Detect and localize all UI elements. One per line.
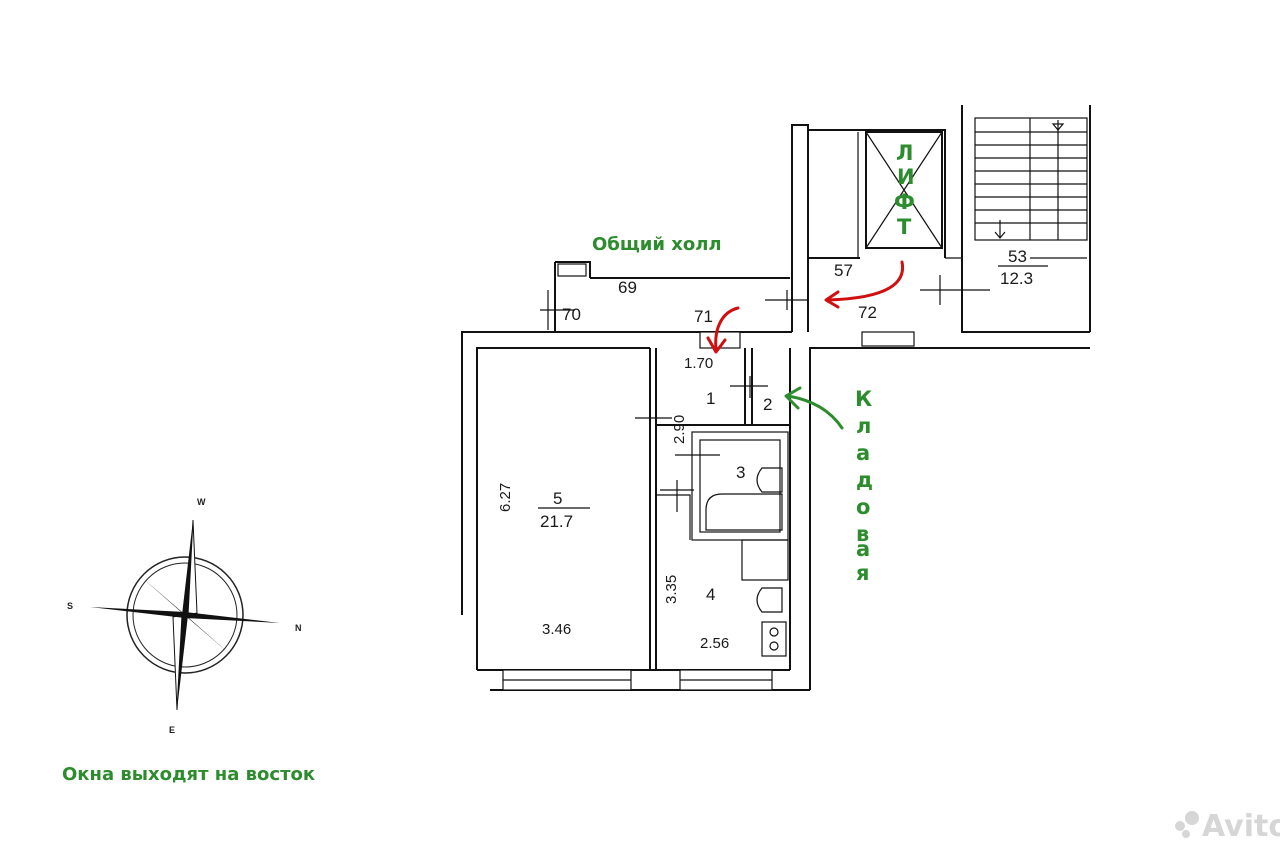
building-walls bbox=[461, 105, 1091, 691]
storage-label: К л а д о в а я bbox=[855, 387, 873, 585]
lift-label: Л И Ф Т bbox=[894, 141, 915, 239]
storage-letter-2: л bbox=[856, 414, 871, 438]
storage-letter-4: д bbox=[856, 468, 873, 492]
compass-n: N bbox=[295, 623, 302, 633]
lift-letter-2: И bbox=[897, 165, 915, 189]
room-3: 3 bbox=[736, 463, 745, 482]
storage-letter-1: К bbox=[855, 387, 872, 411]
room-71: 71 bbox=[694, 307, 713, 326]
dim-3-35: 3.35 bbox=[663, 575, 680, 604]
room-57: 57 bbox=[834, 261, 853, 280]
storage-letter-8: я bbox=[856, 561, 869, 585]
storage-letter-3: а bbox=[856, 441, 870, 465]
stair-steps bbox=[975, 118, 1087, 240]
storage-letter-7: а bbox=[856, 537, 870, 561]
room-69: 69 bbox=[618, 278, 637, 297]
compass-e: E bbox=[169, 725, 175, 735]
storage-letter-5: о bbox=[856, 495, 870, 519]
room-4: 4 bbox=[706, 585, 715, 604]
room-5-number: 5 bbox=[553, 489, 562, 508]
room-72: 72 bbox=[858, 303, 877, 322]
compass-w: W bbox=[197, 497, 206, 507]
room-labels: 69 70 71 72 57 53 12.3 5 21.7 1 2 3 4 bbox=[538, 247, 1048, 604]
lift-letter-3: Ф bbox=[894, 190, 915, 214]
hall-title: Общий холл bbox=[592, 234, 722, 255]
compass-rose: W S N E bbox=[67, 497, 302, 735]
red-arrows bbox=[706, 260, 905, 354]
dim-1-70: 1.70 bbox=[684, 355, 713, 372]
windows-note: Окна выходят на восток bbox=[62, 764, 315, 785]
compass-s: S bbox=[67, 601, 73, 611]
windows bbox=[502, 669, 773, 691]
storage-letter-6: в bbox=[856, 522, 869, 546]
dim-6-27: 6.27 bbox=[497, 483, 514, 512]
lift-letter-4: Т bbox=[897, 215, 912, 239]
dim-3-46: 3.46 bbox=[542, 621, 571, 638]
room-5-area: 21.7 bbox=[540, 512, 573, 531]
room-53-area: 12.3 bbox=[1000, 269, 1033, 288]
watermark-text: Avito bbox=[1202, 809, 1280, 844]
room-53-number: 53 bbox=[1008, 247, 1027, 266]
dimension-labels: 6.27 3.46 1.70 2.90 3.35 2.56 bbox=[497, 355, 729, 652]
room-2: 2 bbox=[763, 395, 772, 414]
room-1: 1 bbox=[706, 389, 715, 408]
room-70: 70 bbox=[562, 305, 581, 324]
dim-2-90: 2.90 bbox=[671, 415, 688, 444]
lift-letter-1: Л bbox=[896, 141, 913, 165]
green-arrow bbox=[784, 386, 844, 430]
dim-2-56: 2.56 bbox=[700, 635, 729, 652]
avito-watermark: Avito bbox=[1175, 809, 1280, 844]
